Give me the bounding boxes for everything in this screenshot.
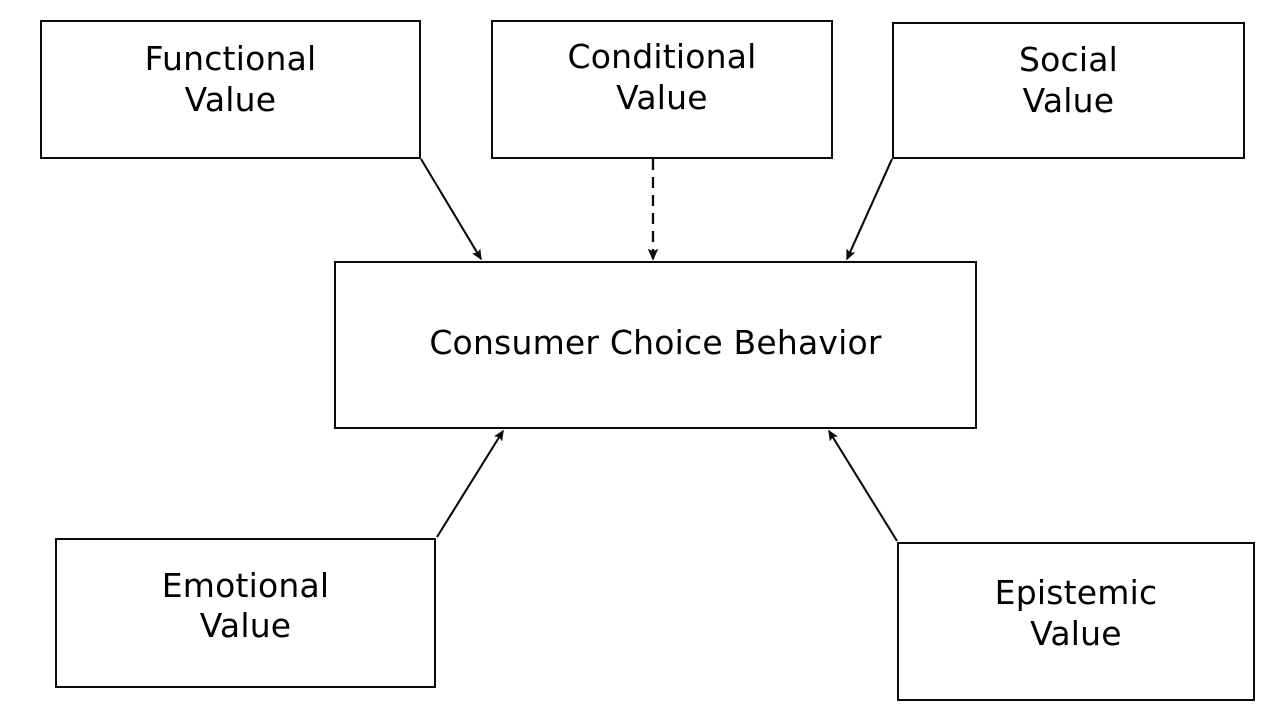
node-social-value[interactable]: Social Value (892, 22, 1245, 159)
node-social-value-label: Social Value (1018, 40, 1119, 120)
node-emotional-value-label: Emotional Value (161, 565, 330, 645)
node-epistemic-value-label: Epistemic Value (994, 573, 1158, 653)
node-conditional-value[interactable]: Conditional Value (491, 20, 833, 159)
node-functional-value-label: Functional Value (144, 39, 317, 119)
node-consumer-choice-behavior-label: Consumer Choice Behavior (429, 322, 882, 362)
edge-functional-to-center (420, 158, 482, 261)
edge-epistemic-to-center (828, 429, 898, 542)
edge-social-to-center (846, 158, 893, 261)
node-emotional-value[interactable]: Emotional Value (55, 538, 436, 688)
node-consumer-choice-behavior[interactable]: Consumer Choice Behavior (334, 261, 977, 429)
node-functional-value[interactable]: Functional Value (40, 20, 421, 159)
node-epistemic-value[interactable]: Epistemic Value (897, 542, 1255, 701)
node-conditional-value-label: Conditional Value (567, 37, 757, 117)
edge-emotional-to-center (436, 429, 504, 538)
